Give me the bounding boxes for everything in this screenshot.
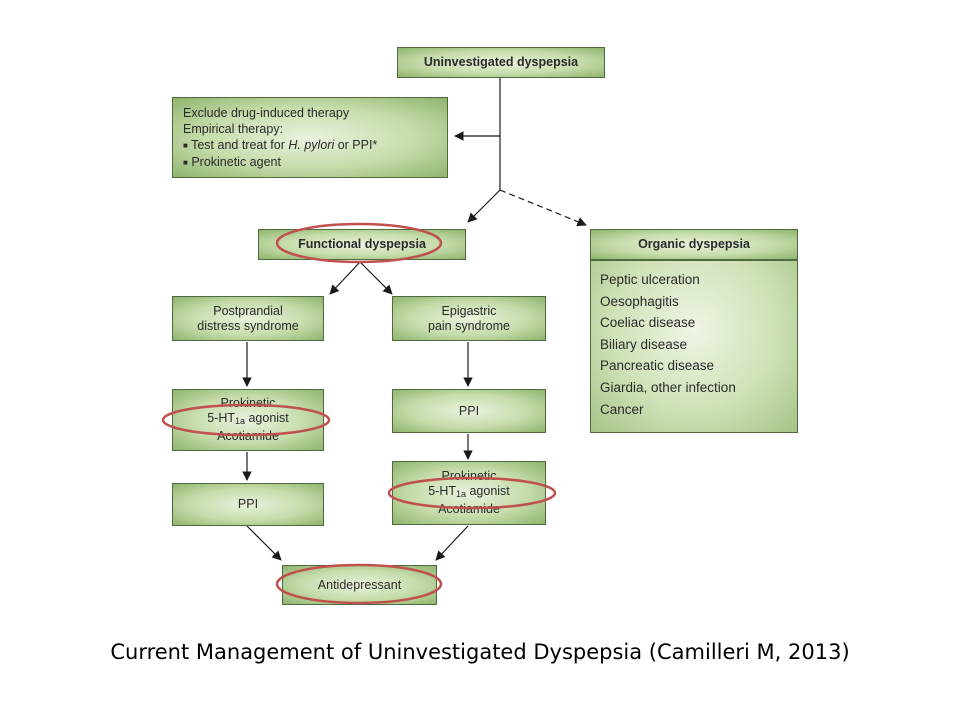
organic-causes-list: Peptic ulceration Oesophagitis Coeliac d… [590,260,798,433]
organic-item: Coeliac disease [600,315,696,331]
arrow-to-organic [499,189,587,227]
bullet-icon: ■ [183,157,188,167]
functional-label: Functional dyspepsia [298,237,426,251]
exclude-line-1: Exclude drug-induced therapy [183,105,350,120]
ppi-right-box: PPI [392,389,546,433]
postprandial-box: Postprandial distress syndrome [172,296,324,341]
prokinetic-left-box: Prokinetic 5-HT1a agonist Acotiamide [172,389,324,451]
uninvestigated-label: Uninvestigated dyspepsia [423,55,579,69]
arrow-to-functional [467,189,501,223]
arrow-ppi-to-antidepressant [246,525,282,561]
bullet-icon: ■ [183,140,188,150]
slide-caption: Current Management of Uninvestigated Dys… [110,640,850,664]
uninvestigated-dyspepsia-box: Uninvestigated dyspepsia [397,47,605,78]
exclude-therapy-box: Exclude drug-induced therapy Empirical t… [172,97,448,178]
organic-item: Pancreatic disease [600,358,715,374]
organic-item: Biliary disease [600,336,688,352]
arrow-to-postprandial [329,261,361,295]
exclude-line-3: ■ Test and treat for H. pylori or PPI* [183,137,378,152]
arrow-to-epigastric [359,261,393,295]
ppi-left-box: PPI [172,483,324,526]
exclude-line-2: Empirical therapy: [183,121,284,136]
functional-dyspepsia-box: Functional dyspepsia [258,229,466,260]
organic-dyspepsia-box: Organic dyspepsia [590,229,798,260]
organic-item: Cancer [600,401,644,417]
arrow-prokinetic-to-antidepressant [435,525,469,561]
exclude-line-4: ■ Prokinetic agent [183,154,281,169]
antidepressant-box: Antidepressant [282,565,437,605]
epigastric-box: Epigastric pain syndrome [392,296,546,341]
organic-item: Peptic ulceration [600,272,700,287]
organic-item: Oesophagitis [600,293,679,309]
prokinetic-right-box: Prokinetic 5-HT1a agonist Acotiamide [392,461,546,525]
organic-label: Organic dyspepsia [638,237,750,251]
organic-item: Giardia, other infection [600,379,736,395]
